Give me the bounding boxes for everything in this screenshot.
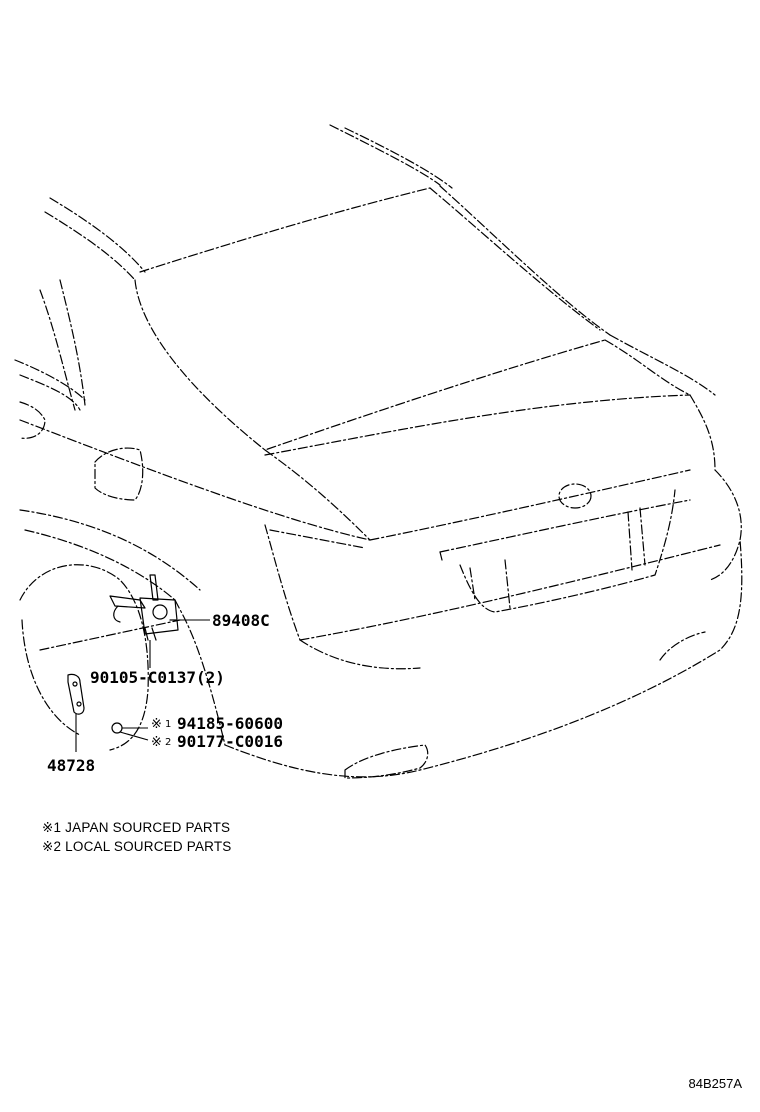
part-label-89408c: 89408C: [212, 611, 270, 630]
legend-local-sourced: ※2 LOCAL SOURCED PARTS: [42, 839, 232, 854]
mark-1-number: 1: [165, 719, 171, 730]
part-label-94185: 94185-60600: [177, 714, 283, 733]
mark-2-symbol: ※: [151, 735, 162, 750]
part-label-90177: 90177-C0016: [177, 732, 283, 751]
trunk-lid: [264, 394, 716, 613]
mark-1-symbol: ※: [151, 717, 162, 732]
bracket-part: [67, 673, 85, 715]
nut-part: [111, 722, 123, 734]
mark-2-number: 2: [165, 737, 171, 748]
height-sensor-part: [109, 574, 179, 641]
rear-bumper: [174, 469, 743, 779]
body-side: [14, 279, 371, 601]
roof-outline: [44, 124, 453, 281]
rear-wheel: [19, 564, 181, 751]
legend: ※1 JAPAN SOURCED PARTS ※2 LOCAL SOURCED …: [42, 818, 232, 856]
leader-lines: [75, 619, 210, 752]
rear-window: [134, 185, 716, 451]
diagram-reference-code: 84B257A: [688, 1076, 743, 1091]
part-label-90105: 90105-C0137(2): [90, 668, 225, 687]
legend-japan-sourced: ※1 JAPAN SOURCED PARTS: [42, 820, 231, 835]
part-label-48728: 48728: [47, 756, 95, 775]
